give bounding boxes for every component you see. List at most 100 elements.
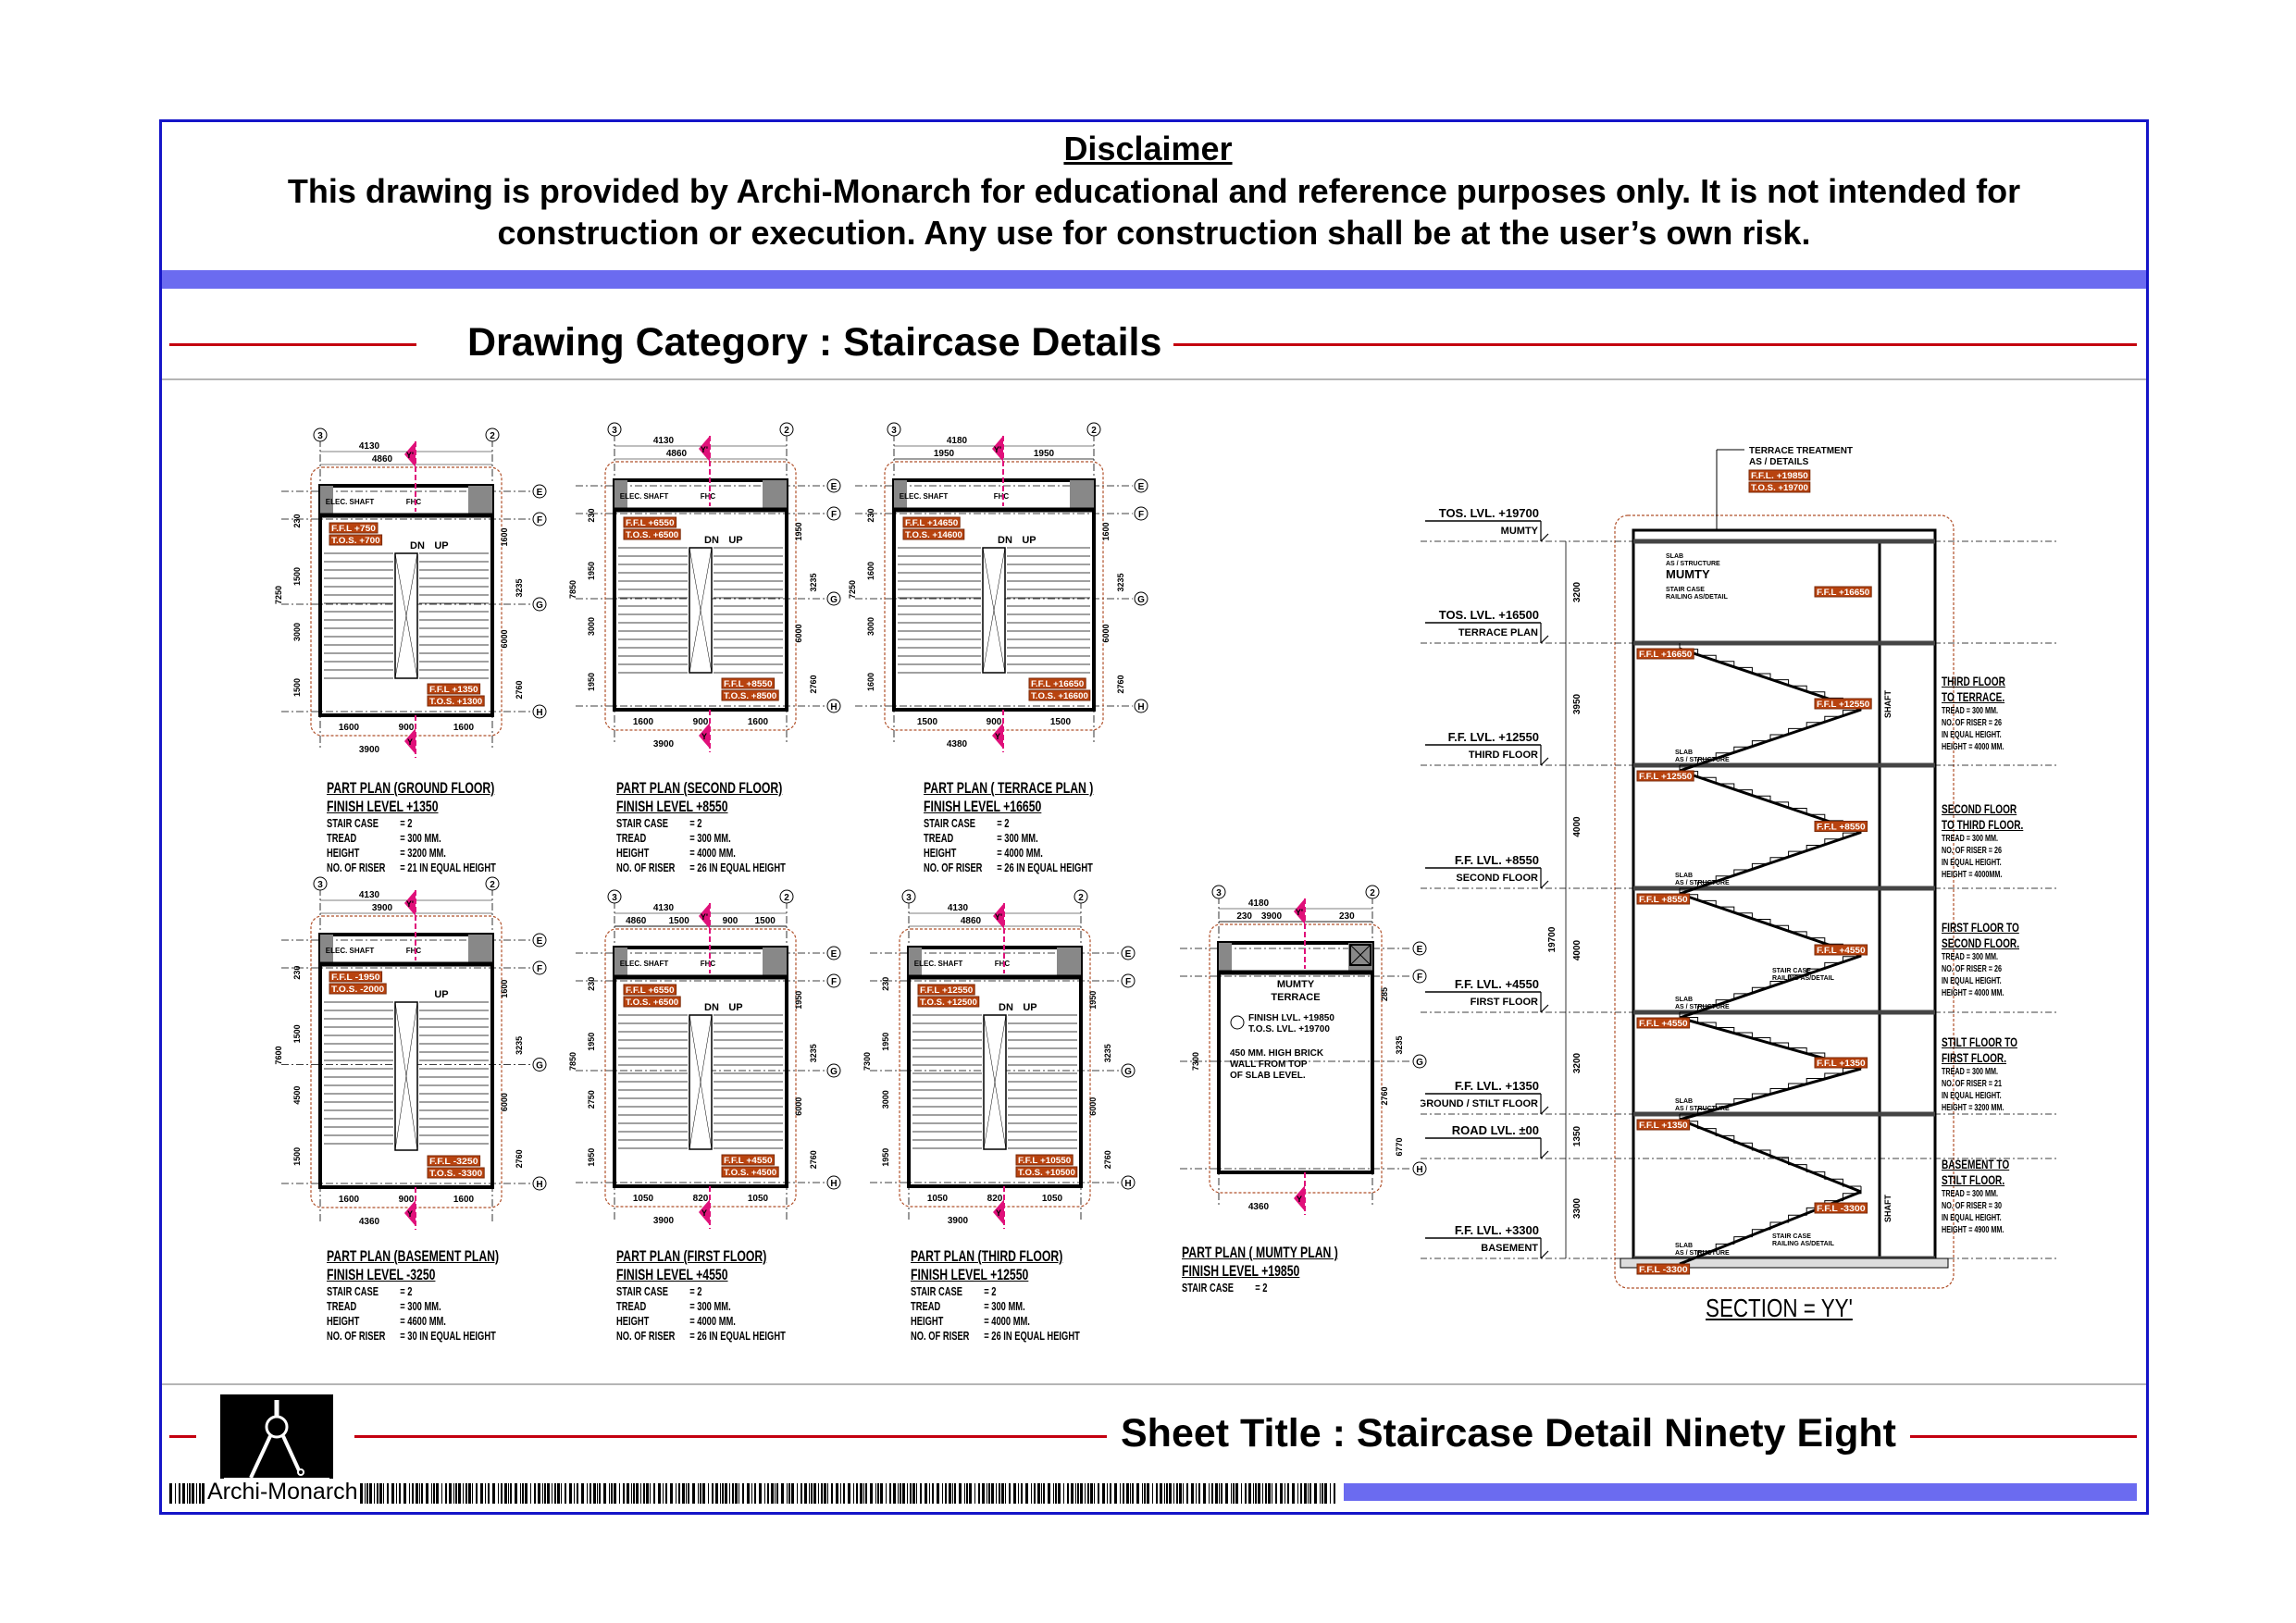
stair-core-walls	[907, 946, 1083, 1188]
level-name: FIRST FLOOR	[1471, 997, 1538, 1008]
plan-title: PART PLAN (FIRST FLOOR)	[616, 1247, 767, 1265]
stair-well-diagonal	[982, 547, 1006, 674]
barcode-bar	[1320, 1483, 1321, 1504]
barcode-bar	[1265, 1483, 1267, 1504]
dimension-text: 900	[723, 916, 738, 926]
grid-label: H	[536, 708, 542, 718]
barcode-bar	[1130, 1483, 1131, 1504]
barcode-bar	[1262, 1483, 1263, 1504]
wall-note: WALL FROM TOP	[1230, 1059, 1308, 1070]
dimension-text: 230	[866, 508, 875, 522]
plan-spec-row: NO. OF RISER= 26 IN EQUAL HEIGHT	[616, 861, 786, 875]
wall-note: OF SLAB LEVEL.	[1230, 1071, 1306, 1081]
barcode-bar	[557, 1483, 560, 1504]
barcode-bar	[893, 1483, 896, 1504]
grid-bubble	[532, 1058, 547, 1072]
grid-label: 2	[1091, 426, 1097, 436]
revision-cloud	[604, 461, 797, 731]
railing-label: RAILING AS/DETAIL	[1772, 975, 1835, 982]
barcode-bar	[1075, 1483, 1076, 1504]
grid-bubble	[1134, 506, 1148, 521]
room-label: FHC	[701, 492, 716, 501]
barcode-bar	[182, 1483, 185, 1504]
level-tag: F.F.L +1350	[429, 685, 478, 694]
barcode-bar	[534, 1483, 536, 1504]
barcode-bar	[433, 1483, 435, 1504]
level-elevation: F.F. LVL. +12550	[1448, 730, 1539, 744]
dimension-text: 7250	[274, 586, 283, 604]
spec-value: = 4000 MM.	[689, 1314, 736, 1328]
grid-label: G	[830, 1067, 838, 1077]
barcode-bar	[751, 1483, 752, 1504]
section-mark-top-label: Y'	[701, 445, 708, 454]
barcode-bar	[1322, 1483, 1323, 1504]
barcode-bar	[1309, 1483, 1311, 1504]
level-tag: F.F.L -1950	[331, 973, 380, 982]
column	[909, 948, 922, 975]
level-tag-box	[721, 1166, 779, 1178]
section-mark-top-icon	[699, 903, 710, 929]
plan-title: PART PLAN (GROUND FLOOR)	[327, 779, 495, 797]
barcode-bar	[636, 1483, 639, 1504]
grid-label: 3	[317, 880, 323, 890]
barcode-bar	[742, 1483, 744, 1504]
shaft-box	[1349, 944, 1371, 966]
section-mark-top-label: Y'	[406, 451, 414, 460]
column	[614, 480, 627, 508]
barcode-bar	[633, 1483, 635, 1504]
level-tag-box	[1015, 1154, 1074, 1166]
revision-cloud	[310, 915, 503, 1208]
slab-label: AS / STRUCTURE	[1666, 561, 1720, 567]
grid-bubble	[1086, 422, 1101, 437]
section-mark-bottom-label: Y	[996, 1208, 1001, 1218]
barcode-bar	[196, 1483, 197, 1504]
level-name: SECOND FLOOR	[1456, 873, 1538, 884]
section-level-tag-box	[1814, 1202, 1868, 1214]
column	[320, 935, 333, 962]
column	[763, 948, 787, 975]
note-heading: SECOND FLOOR	[1942, 801, 2017, 816]
grid-label: E	[1125, 949, 1132, 960]
barcode-bar	[880, 1483, 883, 1504]
grid-label: H	[1137, 702, 1144, 712]
dimension-text: 1600	[633, 717, 654, 727]
barcode-bar	[682, 1483, 685, 1504]
spec-value: = 3200 MM.	[400, 846, 446, 860]
plan-finish-level: FINISH LEVEL +19850	[1182, 1262, 1300, 1280]
room-label: FHC	[406, 947, 422, 955]
grid-bubble	[1134, 699, 1148, 713]
barcode-bar	[912, 1483, 915, 1504]
slab-label: SLAB	[1675, 1098, 1693, 1105]
dimension-text: 1950	[1034, 449, 1055, 459]
barcode-bar	[1071, 1483, 1074, 1504]
section-mark-top-icon	[404, 441, 416, 467]
grid-bubble	[826, 1063, 841, 1078]
level-tag: T.O.S. -3300	[429, 1169, 482, 1178]
stair-well-diagonal	[689, 1014, 713, 1150]
barcode-bar	[863, 1483, 864, 1504]
disclaimer-title: Disclaimer	[1063, 130, 1233, 167]
dimension-text: 2760	[1380, 1086, 1389, 1105]
stair-core-walls	[613, 946, 788, 1188]
section-level-tag: F.F.L +16650	[1639, 650, 1692, 659]
dimension-text: 1950	[587, 562, 596, 580]
plan-spec-row: HEIGHT= 4600 MM.	[327, 1314, 499, 1329]
grid-label: F	[1138, 510, 1144, 520]
plan-spec-row: STAIR CASE= 2	[616, 816, 786, 831]
level-dimension: 3950	[1572, 693, 1582, 714]
railing-label: RAILING AS/DETAIL	[1772, 1241, 1835, 1247]
plan-spec-row: STAIR CASE= 2	[911, 1284, 1080, 1299]
shaft-cross	[1349, 944, 1371, 966]
dimension-text: 1050	[748, 1194, 769, 1204]
barcode-bar	[419, 1483, 420, 1504]
barcode-bar	[501, 1483, 503, 1504]
down-label: DN	[998, 535, 1012, 546]
section-level-tag: F.F.L +4550	[1817, 946, 1866, 955]
dimension-text: 3900	[653, 739, 675, 750]
dimension-text: 900	[693, 717, 709, 727]
dimension-text: 4380	[947, 739, 968, 750]
barcode-bar	[542, 1483, 543, 1504]
